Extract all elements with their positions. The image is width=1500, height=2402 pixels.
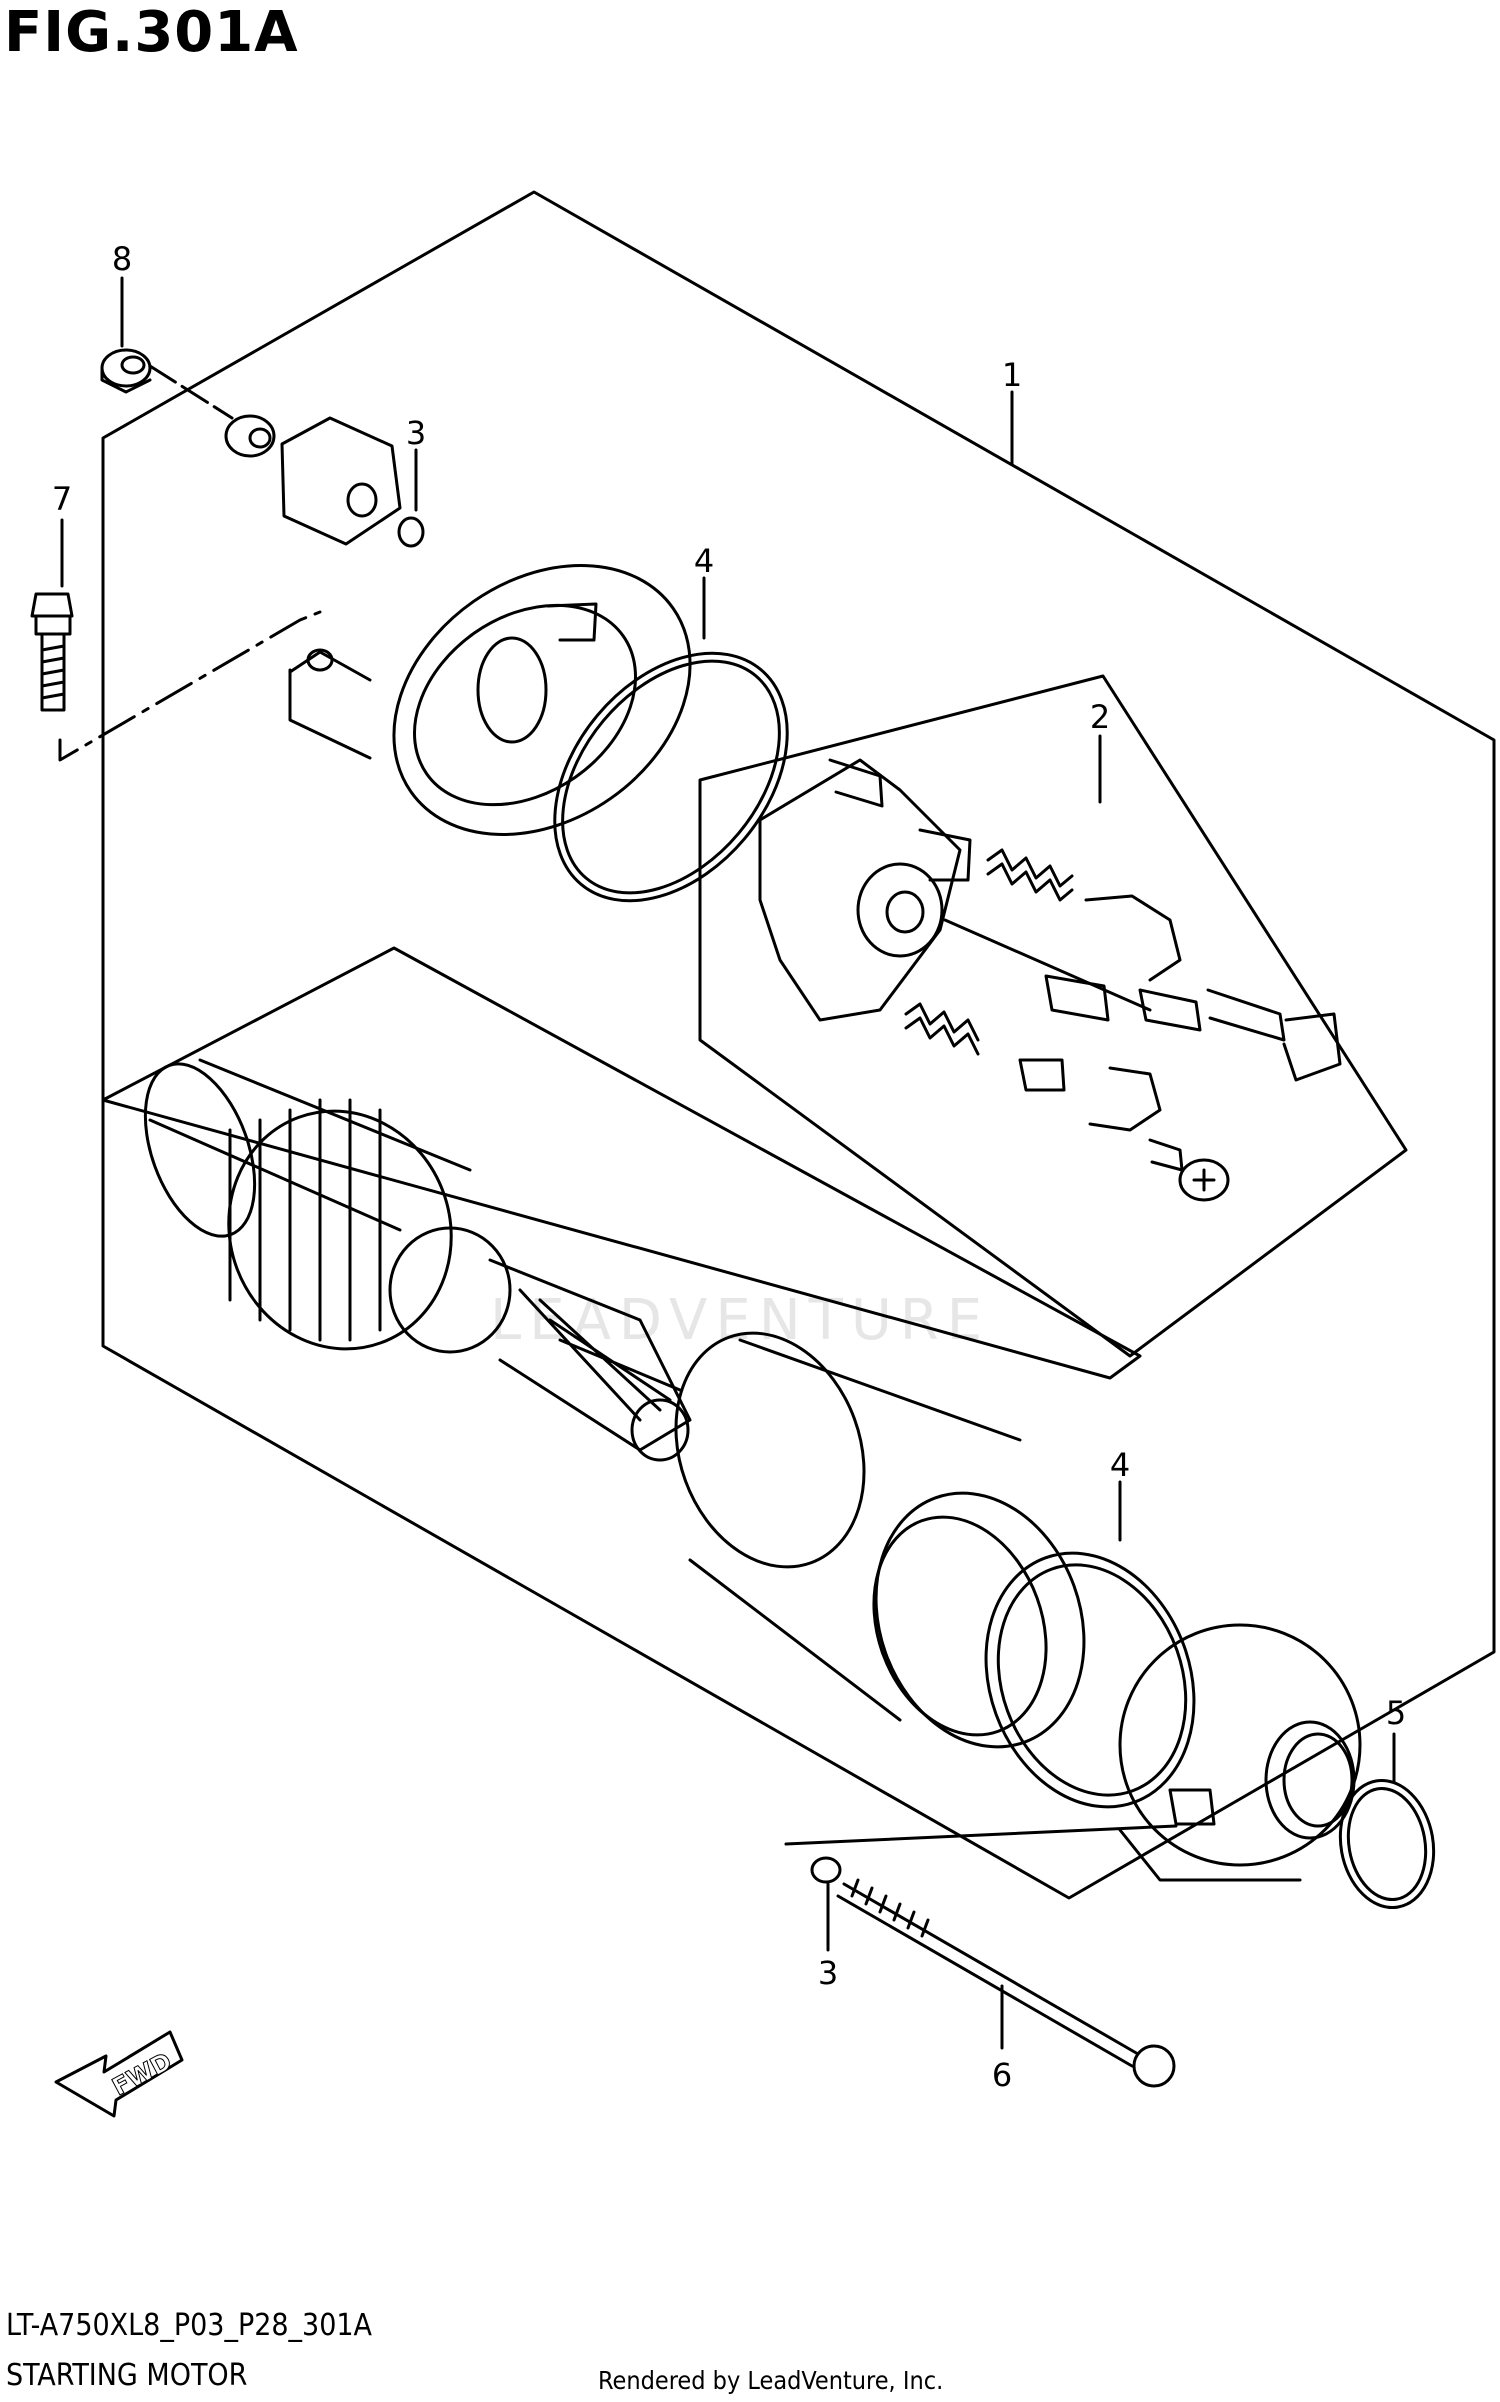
- nut-leader: [148, 364, 234, 420]
- callout-2: 2: [1090, 698, 1110, 736]
- o-ring-part-5: [1338, 1778, 1436, 1910]
- springs: [904, 848, 1074, 1056]
- callout-6: 6: [992, 2056, 1012, 2094]
- front-cover: [1118, 1623, 1362, 1882]
- brush-holder: [758, 758, 1152, 1022]
- callout-3-bottom: 3: [818, 1954, 838, 1992]
- brushes: [1018, 894, 1202, 1132]
- nut-part-8: [100, 348, 152, 394]
- bottom-washer-3: [810, 1856, 842, 1884]
- callout-5: 5: [1386, 1694, 1406, 1732]
- top-nut: [224, 414, 276, 458]
- fwd-label: FWD: [108, 2047, 177, 2101]
- figure-caption: STARTING MOTOR: [6, 2358, 248, 2393]
- terminal-bolt: [1206, 988, 1342, 1082]
- callout-7: 7: [52, 480, 72, 518]
- o-ring-part-4-top: [553, 651, 789, 903]
- bolt-leader: [58, 610, 322, 762]
- callout-4-top: 4: [694, 542, 714, 580]
- bolt-part-7: [30, 592, 74, 712]
- small-screw: [1148, 1138, 1230, 1202]
- assembly-outline: [101, 190, 1496, 1900]
- callout-4-bottom: 4: [1110, 1446, 1130, 1484]
- rendered-by: Rendered by LeadVenture, Inc.: [598, 2366, 944, 2395]
- top-cap: [280, 416, 402, 546]
- armature: [143, 1058, 692, 1462]
- figure-code: LT-A750XL8_P03_P28_301A: [6, 2308, 373, 2343]
- figure-title: FIG.301A: [4, 0, 299, 65]
- fwd-arrow-icon: [54, 2030, 184, 2118]
- rear-cover: [288, 564, 692, 836]
- brush-holder-outline: [698, 674, 1408, 1358]
- callout-1: 1: [1002, 356, 1022, 394]
- through-bolt-part-6: [836, 1878, 1176, 2088]
- armature-outline: [101, 946, 1142, 1380]
- yoke-housing: [674, 1331, 1086, 1749]
- top-o-ring-3: [397, 516, 425, 548]
- callout-8: 8: [112, 240, 132, 278]
- callout-3-top: 3: [406, 414, 426, 452]
